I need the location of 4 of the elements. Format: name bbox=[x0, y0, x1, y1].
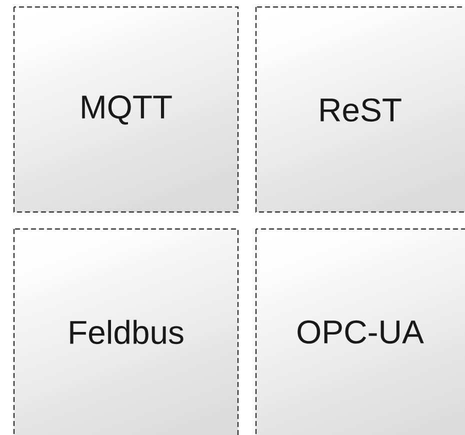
protocol-box: Feldbus bbox=[13, 228, 239, 435]
protocol-box: OPC-UA bbox=[255, 228, 465, 435]
protocol-box: MQTT bbox=[13, 6, 239, 213]
protocol-box: ReST bbox=[255, 6, 465, 213]
